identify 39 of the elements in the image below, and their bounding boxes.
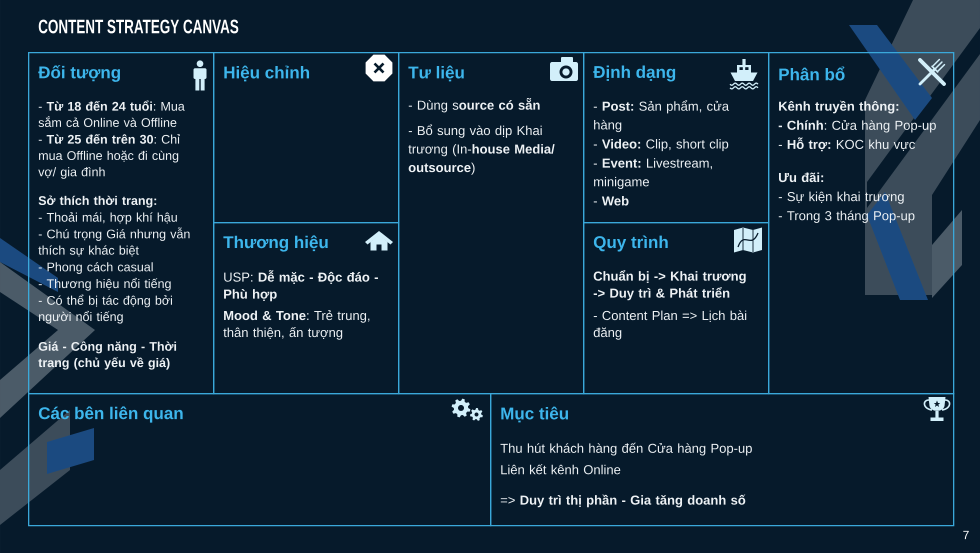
heading: Tư liệu xyxy=(408,66,464,82)
body-text: - Có thể bị tác động bởi người nổi tiếng xyxy=(38,294,172,324)
body-text: - Sự kiện khai trương xyxy=(778,192,904,204)
body-text: - Trong 3 tháng Pop-up xyxy=(778,210,914,223)
subheading: Kênh truyền thông: xyxy=(779,100,898,114)
body-text: - Web xyxy=(594,196,629,206)
subheading: Giá - Công năng - Thời trang (chủ yếu về giá) xyxy=(38,341,176,370)
title: CONTENT STRATEGY CANVAS xyxy=(38,20,238,34)
body-text: - Từ 25 đến trên 30: Chỉ mua Offline hoặc đi cùng vợ/ gia đình xyxy=(38,134,180,179)
page-number: 7 xyxy=(963,530,969,540)
body-text: - Thoải mái, hợp khí hậu xyxy=(38,212,177,224)
subheading: Sở thích thời trang: xyxy=(38,196,156,208)
body-text: Thu hút khách hàng đến Cửa hàng Pop-up xyxy=(500,442,752,456)
body-text: Liên kết kênh Online xyxy=(501,464,620,474)
body-text: - Thương hiệu nổi tiếng xyxy=(38,278,171,291)
body-text: - Hỗ trợ: KOC khu vực xyxy=(778,137,915,152)
body-text: - Event: Livestream, minigame xyxy=(594,158,712,189)
heading: Quy trình xyxy=(594,236,668,252)
body-text: - Chú trọng Giá nhưng vẫn thích sự khác biệt xyxy=(38,227,190,256)
body-text: USP: Dễ mặc - Độc đáo - Phù hợp xyxy=(224,270,378,302)
heading: Phân bổ xyxy=(779,66,845,80)
heading: Định dạng xyxy=(593,66,676,82)
body-text: - Video: Clip, short clip xyxy=(594,139,728,152)
body-text: => Duy trì thị phần - Gia tăng doanh số xyxy=(500,494,746,508)
body-text: - Phong cách casual xyxy=(38,262,153,274)
body-text: - Chính: Cửa hàng Pop-up xyxy=(778,120,936,132)
heading: Các bên liên quan xyxy=(38,406,183,423)
body-text: - Post: Sản phẩm, cửa hàng xyxy=(594,100,730,132)
heading: Thương hiệu xyxy=(223,235,328,252)
subheading: Ưu đãi: xyxy=(779,172,824,182)
subheading: Chuẩn bị -> Khai trương -> Duy trì & Phát triển xyxy=(594,270,746,300)
heading: Mục tiêu xyxy=(501,406,568,422)
body-text: Mood & Tone: Trẻ trung, thân thiện, ấn tượng xyxy=(223,310,370,340)
body-text: - Content Plan => Lịch bài đăng xyxy=(594,310,746,340)
body-text: - Dùng source có sẵn xyxy=(408,98,540,112)
heading: Đối tượng xyxy=(38,65,120,82)
body-text: - Bổ sung vào dịp Khai trương (In-house Media/ outsource) xyxy=(408,124,555,175)
body-text: - Từ 18 đến 24 tuổi: Mua sắm cả Online và Offline xyxy=(38,100,185,128)
heading: Hiệu chỉnh xyxy=(224,66,310,82)
